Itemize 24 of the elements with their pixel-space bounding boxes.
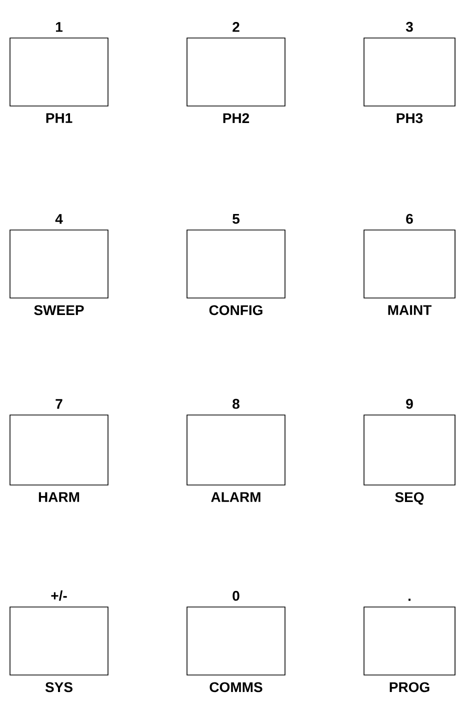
key-label: PH2 <box>223 113 250 123</box>
key-number: 3 <box>406 22 413 32</box>
key-label: HARM <box>38 492 80 502</box>
key-label: SWEEP <box>34 305 84 316</box>
key-number: 5 <box>232 214 240 224</box>
key-number: 4 <box>55 214 63 224</box>
key-label: COMMS <box>210 682 262 692</box>
key-number: 9 <box>406 398 413 409</box>
key-number: +/- <box>51 590 67 601</box>
key-label: CONFIG <box>209 305 262 316</box>
key-label: SEQ <box>395 492 424 505</box>
key-number: 2 <box>232 22 240 32</box>
key-number: 7 <box>56 399 62 409</box>
key-number: 6 <box>406 214 413 224</box>
key-number: 8 <box>232 398 240 409</box>
key-number: 0 <box>232 590 240 601</box>
key-label: ALARM <box>211 492 260 502</box>
key-label: SYS <box>45 682 72 692</box>
key-label: MAINT <box>388 305 432 315</box>
key-label: PH1 <box>46 113 72 123</box>
key-number: 1 <box>56 22 62 32</box>
key-number: . <box>408 598 410 601</box>
key-label: PROG <box>390 682 430 692</box>
key-label: PH3 <box>396 113 423 124</box>
